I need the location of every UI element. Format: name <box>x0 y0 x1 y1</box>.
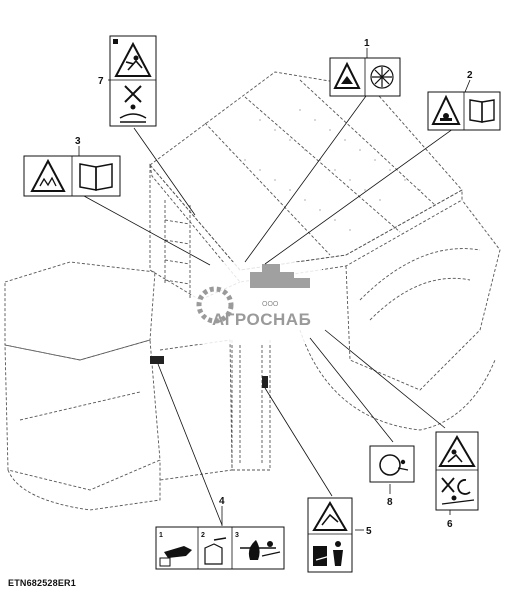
roller-icon <box>379 454 409 476</box>
fall-hazard-icon <box>125 55 143 71</box>
warning-triangle-icon <box>30 158 66 192</box>
pillar-inner <box>239 345 263 465</box>
callout-numbers: 1 2 3 4 5 6 7 8 <box>75 38 473 537</box>
operator-manual-icon <box>79 163 113 191</box>
drum-line <box>19 391 141 421</box>
callout-7: 7 <box>98 76 104 87</box>
warning-triangle-icon <box>431 94 461 125</box>
roof-edge <box>149 163 463 283</box>
ladder-step <box>164 239 191 245</box>
circular-blade-icon <box>370 65 394 89</box>
warning-triangle-icon <box>333 61 361 89</box>
callout-4: 4 <box>219 496 225 507</box>
ladder-step <box>164 219 191 225</box>
decal-mark-5 <box>262 376 268 388</box>
ladder-step <box>164 259 191 265</box>
tractor-icon <box>250 264 310 288</box>
decal-2 <box>427 91 501 131</box>
roof-seam-1 <box>204 122 331 256</box>
leader-1 <box>244 95 367 263</box>
roof-seam-3 <box>299 79 436 206</box>
warning-triangle-icon <box>312 501 348 531</box>
leader-2 <box>264 120 465 265</box>
callout-6: 6 <box>447 519 453 530</box>
decal-4-panel-3-number: 3 <box>235 532 239 539</box>
callout-8: 8 <box>387 497 393 508</box>
decal-4-panel-2-number: 2 <box>201 532 205 539</box>
decal-1 <box>329 57 401 97</box>
rotating-parts-icon <box>441 477 475 505</box>
watermark-prefix: ООО <box>262 301 279 308</box>
decal-marks <box>150 356 268 388</box>
front-box-panel <box>4 339 161 491</box>
leader-7 <box>133 127 196 216</box>
roof-texture <box>229 109 421 231</box>
leader-3 <box>83 195 211 266</box>
decal-7 <box>109 35 157 127</box>
wheel-arch <box>359 248 481 301</box>
leader-8 <box>309 337 394 443</box>
warning-triangle-icon <box>114 41 152 77</box>
decal-6 <box>435 431 479 511</box>
watermark-company-name: АГРОСНАБ <box>212 310 311 329</box>
ladder-step <box>164 279 191 285</box>
callout-5: 5 <box>366 526 372 537</box>
decal-mark-4 <box>150 356 164 364</box>
front-drum <box>7 460 161 511</box>
roof-panel <box>149 71 463 271</box>
no-climbing-icon <box>119 85 147 123</box>
roof-seam-2 <box>244 96 401 233</box>
watermark: ООО АГРОСНАБ <box>192 262 322 344</box>
fuel-can-icon <box>204 537 227 565</box>
decal-4-panel-1-number: 1 <box>159 532 163 539</box>
leader-5 <box>264 387 333 497</box>
leader-2-tick <box>464 79 471 93</box>
decal-3 <box>23 155 121 197</box>
warning-triangle-icon <box>438 435 476 467</box>
gear-icon <box>196 286 234 324</box>
machine-outline <box>4 71 501 511</box>
decal-4: 1 2 3 <box>155 526 285 570</box>
hand-pump-icon <box>159 546 192 567</box>
rear-drum-curve <box>299 329 496 431</box>
leader-6 <box>324 329 446 429</box>
central-pillar <box>231 340 271 471</box>
no-fire-icon <box>240 540 281 560</box>
right-body <box>345 199 501 391</box>
wheel-arch-inner <box>369 277 471 321</box>
operator-manual-icon <box>469 99 495 123</box>
drawing-id: ETN682528ER1 <box>8 578 76 588</box>
mid-frame <box>159 339 233 481</box>
decal-8 <box>369 445 415 483</box>
stay-clear-icon <box>313 541 343 566</box>
leader-4 <box>157 363 223 526</box>
decal-5 <box>307 497 353 573</box>
callout-3: 3 <box>75 136 81 147</box>
callout-2: 2 <box>467 70 473 81</box>
callout-1: 1 <box>364 38 370 49</box>
